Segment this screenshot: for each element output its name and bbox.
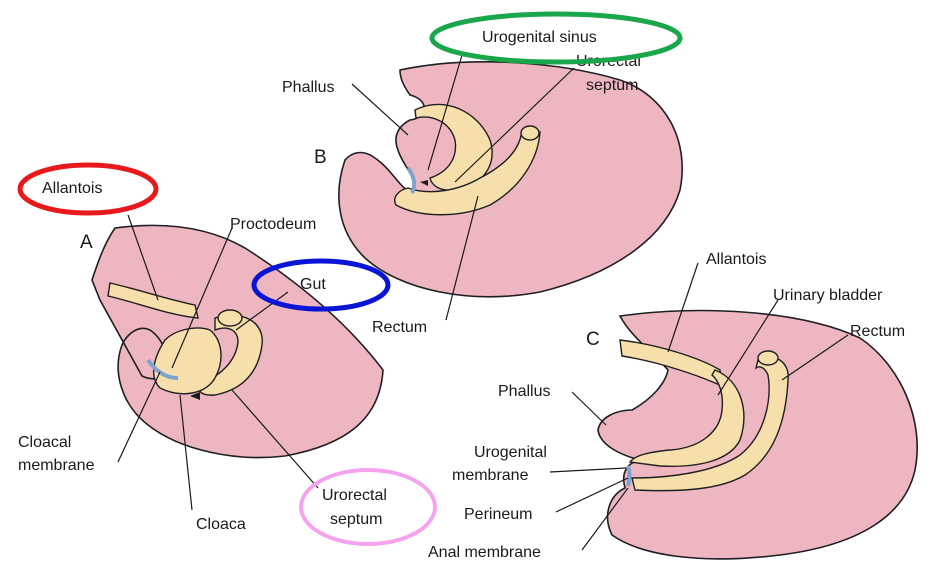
label-c-perineum: Perineum [464, 506, 532, 523]
panel-c-rectum-end [758, 351, 778, 365]
label-a-urorectal: Urorectal [322, 487, 387, 504]
leader-b-phallus [352, 84, 408, 135]
label-c-allantois: Allantois [706, 251, 766, 268]
label-b-rectum: Rectum [372, 319, 427, 336]
label-b-septum: septum [586, 77, 638, 94]
label-a-cloacal: Cloacal [18, 434, 71, 451]
panel-b-rectum-lumen [521, 126, 539, 140]
label-c-urinary-bladder: Urinary bladder [773, 287, 883, 304]
label-c-urogenital: Urogenital [474, 444, 547, 461]
label-a-septum: septum [330, 511, 382, 528]
label-c-membrane: membrane [452, 467, 529, 484]
label-b-urogenital-sinus: Urogenital sinus [482, 29, 597, 46]
panel-letter-b: B [314, 147, 327, 168]
label-c-phallus: Phallus [498, 383, 550, 400]
label-c-rectum: Rectum [850, 323, 905, 340]
highlight-urorectal-septum-ellipse [301, 470, 435, 544]
label-a-proctodeum: Proctodeum [230, 216, 316, 233]
label-a-allantois: Allantois [42, 180, 102, 197]
panel-b-embryo [339, 62, 682, 297]
panel-a-gut-end [218, 310, 242, 326]
panel-letter-a: A [80, 232, 93, 253]
panel-c-membranes [628, 466, 630, 486]
label-a-gut: Gut [300, 276, 326, 293]
label-a-membrane: membrane [18, 457, 95, 474]
label-b-phallus: Phallus [282, 79, 334, 96]
leader-c-urogenital [550, 468, 626, 472]
panel-c-embryo [598, 311, 917, 559]
label-a-cloaca: Cloaca [196, 516, 246, 533]
leader-c-phallus [572, 392, 606, 425]
panel-letter-c: C [586, 329, 600, 350]
label-c-anal-membrane: Anal membrane [428, 544, 541, 561]
